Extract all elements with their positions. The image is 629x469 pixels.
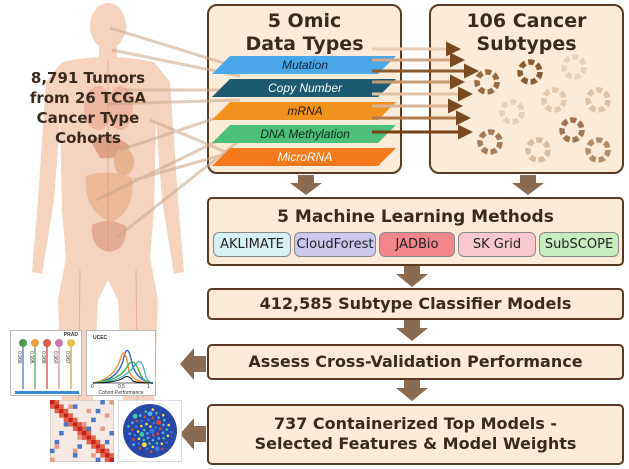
perf-tick-4: 0.960 [52, 351, 58, 364]
top-models-bar: 737 Containerized Top Models - Selected … [207, 404, 624, 465]
omic-panel-title: 5 Omic Data Types [209, 10, 400, 56]
down-arrow-icon [396, 266, 428, 287]
subtype-ring-icon [499, 99, 525, 125]
subtype-ring-icon [561, 54, 587, 80]
subtype-ring-icon [585, 87, 611, 113]
left-arrow-icon [180, 348, 206, 380]
ml-methods-title: 5 Machine Learning Methods [277, 207, 554, 227]
density-tick-0: 0 [91, 384, 94, 390]
subtype-ring-icon [541, 87, 567, 113]
performance-thumb-header: PRAD [63, 332, 78, 338]
omic-label-microrna: MicroRNA [277, 150, 333, 164]
density-thumb-plot [92, 349, 154, 384]
density-thumb-xlabel: Cohort Performance [98, 390, 144, 396]
omic-label-mrna: mRNA [287, 104, 323, 118]
density-thumb-header: UCEC [93, 335, 108, 341]
down-arrow-icon [396, 320, 428, 341]
feature-map-thumbnail [118, 400, 182, 462]
cohort-label-line-1: 8,791 Tumors [30, 69, 146, 87]
method-jadbio: JADBio [379, 232, 455, 257]
subtype-ring-icon [525, 137, 551, 163]
omic-layer-shape [212, 125, 396, 143]
classifier-models-bar: 412,585 Subtype Classifier Models [207, 288, 624, 320]
omic-layers [212, 56, 396, 166]
method-sk-grid: SK Grid [458, 232, 536, 257]
assess-performance-bar: Assess Cross-Validation Performance [207, 344, 624, 380]
performance-thumbnail: PRAD 0.986 0.995 0.988 0.960 0.987 [10, 330, 82, 396]
down-arrow-icon [512, 175, 544, 195]
density-tick-2: 1 [147, 384, 150, 390]
omic-label-copy-number: Copy Number [267, 81, 343, 95]
top-models-title-line-2: Selected Features & Model Weights [254, 434, 577, 453]
perf-tick-1: 0.986 [16, 351, 22, 364]
omic-layer-shape [212, 56, 396, 74]
method-subscope: SubSCOPE [539, 232, 619, 257]
subtype-ring-icon [559, 117, 585, 143]
perf-tick-5: 0.987 [64, 351, 70, 364]
top-models-title-line-1: 737 Containerized Top Models - [273, 414, 558, 433]
omic-title-line-2: Data Types [245, 33, 364, 55]
heatmap-thumbnail [50, 400, 114, 462]
subtype-panel-title: 106 Cancer Subtypes [431, 10, 622, 56]
subtype-ring-icon [517, 59, 543, 85]
omic-title-line-1: 5 Omic [267, 10, 342, 32]
cohort-label-line-4: Cohorts [55, 129, 121, 147]
method-aklimate: AKLIMATE [213, 232, 291, 257]
method-cloudforest: CloudForest [294, 232, 376, 257]
omic-layer-shape [212, 79, 396, 97]
performance-thumb-plot [15, 339, 79, 394]
subtype-title-line-1: 106 Cancer [466, 10, 587, 32]
omic-label-mutation: Mutation [281, 58, 329, 72]
perf-tick-3: 0.988 [40, 351, 46, 364]
subtype-title-line-2: Subtypes [476, 33, 577, 55]
density-tick-1: 0.5 [118, 384, 125, 390]
omic-layer-shape [212, 148, 396, 166]
perf-tick-2: 0.995 [28, 351, 34, 364]
omic-label-dna-methylation: DNA Methylation [260, 127, 350, 141]
subtype-ring-icon [474, 69, 500, 95]
density-thumbnail: UCEC 0 0.5 1 Cohort Performance [86, 330, 156, 396]
down-arrow-icon [290, 175, 322, 195]
left-arrow-icon [180, 418, 206, 450]
assess-performance-title: Assess Cross-Validation Performance [248, 352, 583, 371]
cohort-label-line-3: Cancer Type [36, 109, 140, 127]
subtype-ring-icon [477, 129, 503, 155]
subtype-ring-icon [585, 137, 611, 163]
omic-layer-shape [212, 102, 396, 120]
down-arrow-icon [396, 380, 428, 401]
classifier-models-title: 412,585 Subtype Classifier Models [259, 294, 572, 313]
